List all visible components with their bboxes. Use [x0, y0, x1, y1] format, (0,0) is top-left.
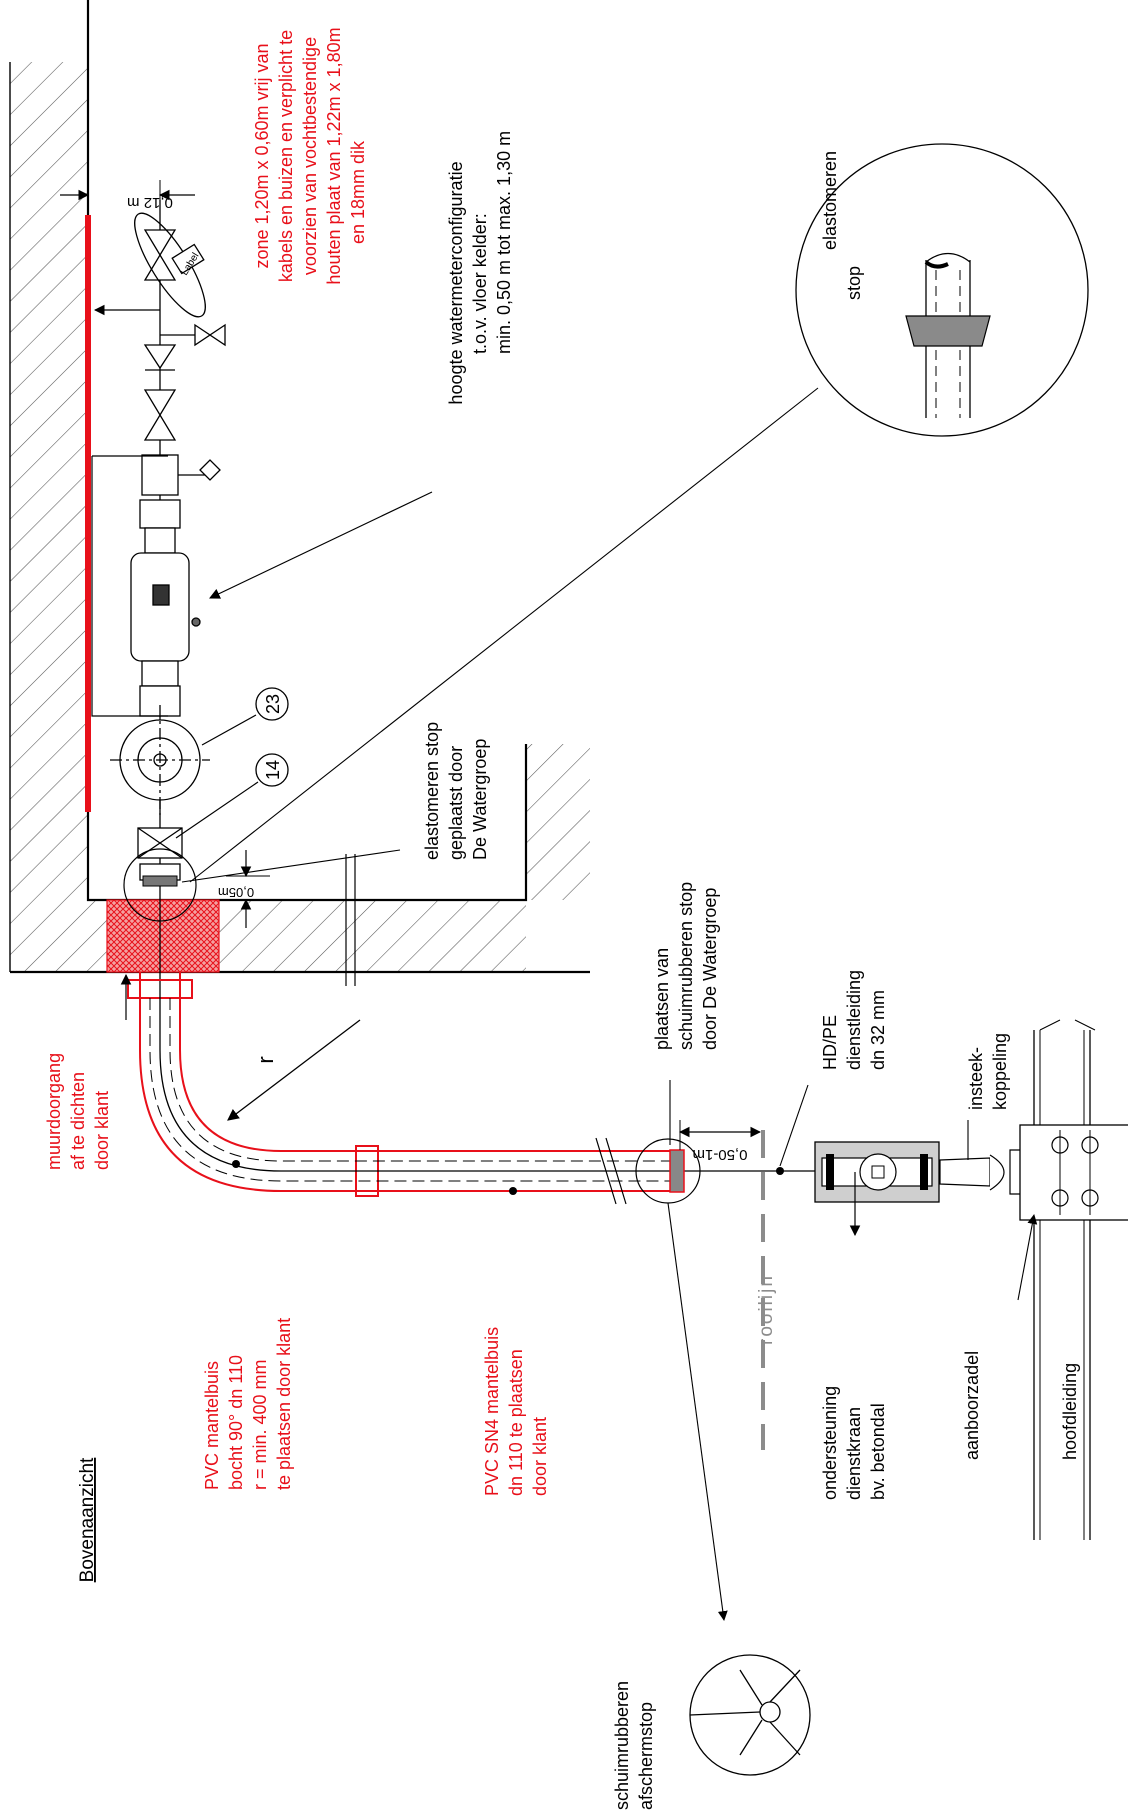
muur-2: af te dichten — [68, 1072, 88, 1170]
hoofdleiding-label: hoofdleiding — [1060, 1363, 1080, 1460]
sn4-1: PVC SN4 mantelbuis — [482, 1327, 502, 1496]
afscherm-2: afschermstop — [636, 1702, 656, 1810]
leader-hdpe — [779, 1084, 809, 1167]
view-title: Bovenaanzicht — [77, 1457, 98, 1582]
meter-configuration: Label — [91, 200, 226, 881]
muur-3: door klant — [92, 1091, 112, 1170]
insteek-2: koppeling — [990, 1033, 1010, 1110]
leader-aanboorzadel — [1017, 1214, 1038, 1301]
hdpe-2: dienstleiding — [844, 970, 864, 1070]
leader-meter — [209, 491, 433, 599]
afscherm-1: schuimrubberen — [612, 1681, 632, 1810]
elastomeren-geplaatst-2: geplaatst door — [446, 746, 466, 860]
dim-wall-gap-text: 0,12 m — [127, 194, 173, 211]
zone-text-3: voorzien van vochtbestendige — [300, 37, 320, 275]
ondersteuning-3: bv. betondal — [868, 1403, 888, 1500]
ondersteuning-1: ondersteuning — [820, 1386, 840, 1500]
ondersteuning-2: dienstkraan — [844, 1407, 864, 1500]
callout-14-text: 14 — [263, 760, 283, 780]
zone-text-5: en 18mm dik — [348, 140, 368, 244]
sn4-3: door klant — [530, 1417, 550, 1496]
dim-rooilijn-text: 0,50-1m — [692, 1146, 747, 1163]
insteek-1: insteek- — [966, 1047, 986, 1110]
hdpe-1: HD/PE — [820, 1015, 840, 1070]
callout-23: 23 — [201, 687, 289, 746]
aanboorzadel-label: aanboorzadel — [962, 1351, 982, 1460]
detail-afschermstop — [689, 1654, 811, 1776]
hdpe-3: dn 32 mm — [868, 990, 888, 1070]
elastomeren-detail-1: elastomeren — [820, 151, 840, 250]
zone-text-1: zone 1,20m x 0,60m vrij van — [252, 43, 272, 268]
muur-1: muurdoorgang — [44, 1053, 64, 1170]
bocht-3: r = min. 400 mm — [250, 1359, 270, 1490]
elastomeren-detail-2: stop — [844, 266, 864, 300]
detail-elastomer-stop — [795, 143, 1089, 437]
bocht-1: PVC mantelbuis — [202, 1361, 222, 1490]
service-tap — [814, 1141, 1031, 1237]
leader-afscherm — [667, 1202, 728, 1621]
callout-14: 14 — [175, 753, 289, 839]
main-pipe — [1019, 1019, 1128, 1540]
bocht-2: bocht 90° dn 110 — [226, 1355, 246, 1490]
zone-text-2: kabels en buizen en verplicht te — [276, 30, 296, 282]
dim-stop-offset: 0,05m — [218, 850, 270, 928]
schuim-plaatsen-1: plaatsen van — [652, 948, 672, 1050]
radius-label: r — [253, 1056, 278, 1063]
hoogte-text-2: t.o.v. vloer kelder: — [470, 213, 490, 354]
wall-passage-seal — [106, 899, 220, 973]
leader-elastomer-geplaatst — [181, 849, 401, 883]
zone-text-4: houten plaat van 1,22m x 1,80m — [324, 27, 344, 284]
dim-stop-offset-text: 0,05m — [218, 885, 254, 900]
bocht-4: te plaatsen door klant — [274, 1318, 294, 1490]
schuim-plaatsen-3: door De Watergroep — [700, 888, 720, 1050]
schuim-plaatsen-2: schuimrubberen stop — [676, 882, 696, 1050]
pipe-system — [123, 848, 830, 1205]
detail-leader — [189, 387, 819, 883]
hoogte-text-3: min. 0,50 m tot max. 1,30 m — [494, 131, 514, 354]
elastomeren-geplaatst-1: elastomeren stop — [422, 722, 442, 860]
rooilijn-label: rooilijn — [756, 1274, 777, 1345]
dim-rooilijn-offset: 0,50-1m — [678, 1120, 762, 1163]
callout-23-text: 23 — [263, 694, 283, 714]
hoogte-text-1: hoogte watermeterconfiguratie — [446, 161, 466, 404]
sn4-2: dn 110 te plaatsen — [506, 1349, 526, 1496]
elastomeren-geplaatst-3: De Watergroep — [470, 739, 490, 860]
